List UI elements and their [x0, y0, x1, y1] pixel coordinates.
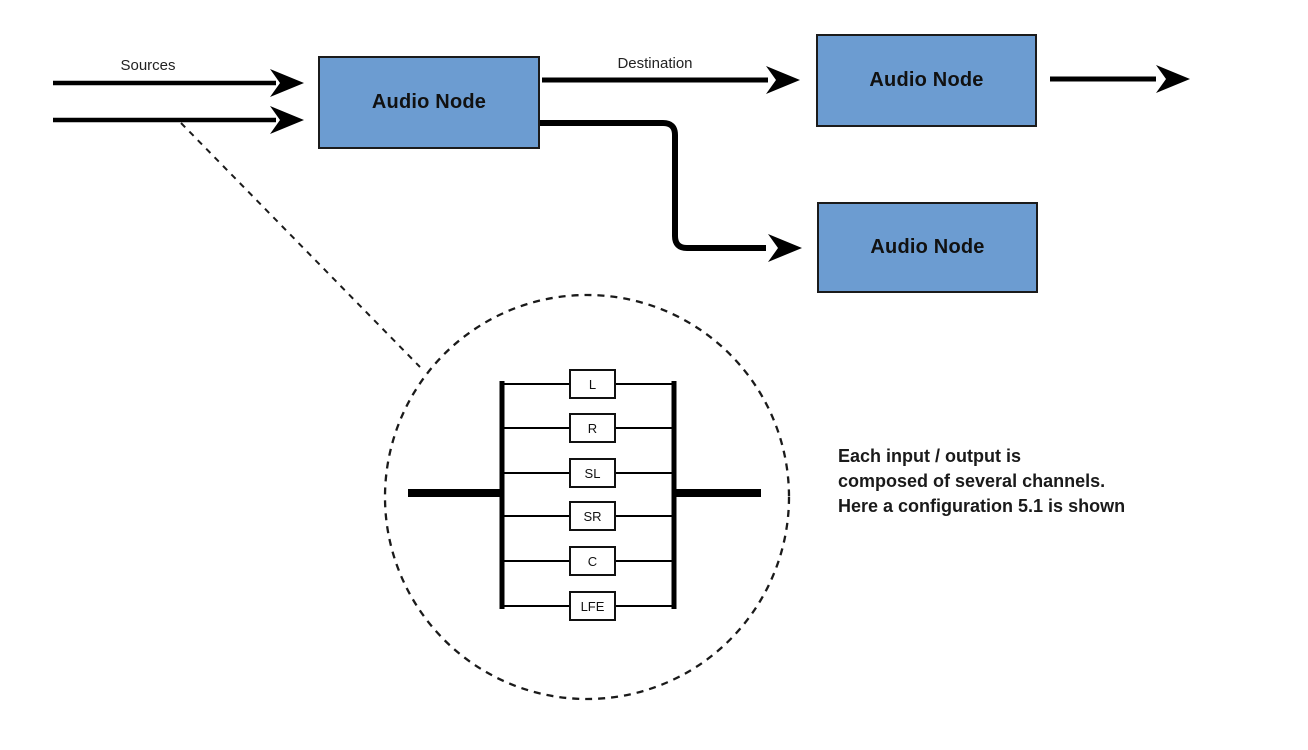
audio-node-2-label: Audio Node: [869, 69, 984, 91]
channel-chip-r-label: R: [587, 420, 598, 436]
channel-chip-l-label: L: [588, 376, 597, 392]
caption-line-1: Each input / output is: [838, 446, 1021, 466]
channel-chip-sr: SR: [569, 501, 616, 531]
source-arrow-1-head: [270, 69, 304, 97]
curved-connector-head: [768, 234, 802, 262]
destination-arrow-head: [766, 66, 800, 94]
audio-node-3: Audio Node: [817, 202, 1038, 293]
audio-node-2: Audio Node: [816, 34, 1037, 127]
channel-chip-l: L: [569, 369, 616, 399]
caption-line-2: composed of several channels.: [838, 471, 1106, 491]
magnifier-dashed-circle: [383, 293, 791, 701]
audio-node-3-label: Audio Node: [870, 236, 985, 258]
channel-chip-sr-label: SR: [583, 508, 602, 524]
channel-chip-c-label: C: [587, 553, 598, 569]
channels-caption: Each input / output is composed of sever…: [838, 444, 1125, 519]
audio-node-1: Audio Node: [318, 56, 540, 149]
caption-line-3: Here a configuration 5.1 is shown: [838, 496, 1126, 516]
channel-chip-lfe-label: LFE: [580, 598, 605, 614]
audio-node-1-label: Audio Node: [371, 91, 487, 113]
zoom-pointer-dashed-line: [180, 122, 421, 368]
channel-chip-r: R: [569, 413, 616, 443]
curved-connector-line: [540, 120, 766, 251]
channel-chip-c: C: [569, 546, 616, 576]
channel-chip-sl-label: SL: [584, 465, 601, 481]
destination-label: Destination: [617, 55, 693, 72]
sources-label: Sources: [120, 57, 176, 74]
source-arrow-2-head: [270, 106, 304, 134]
channel-chip-sl: SL: [569, 458, 616, 488]
channel-chip-lfe: LFE: [569, 591, 616, 621]
output-arrow-head: [1156, 65, 1190, 93]
